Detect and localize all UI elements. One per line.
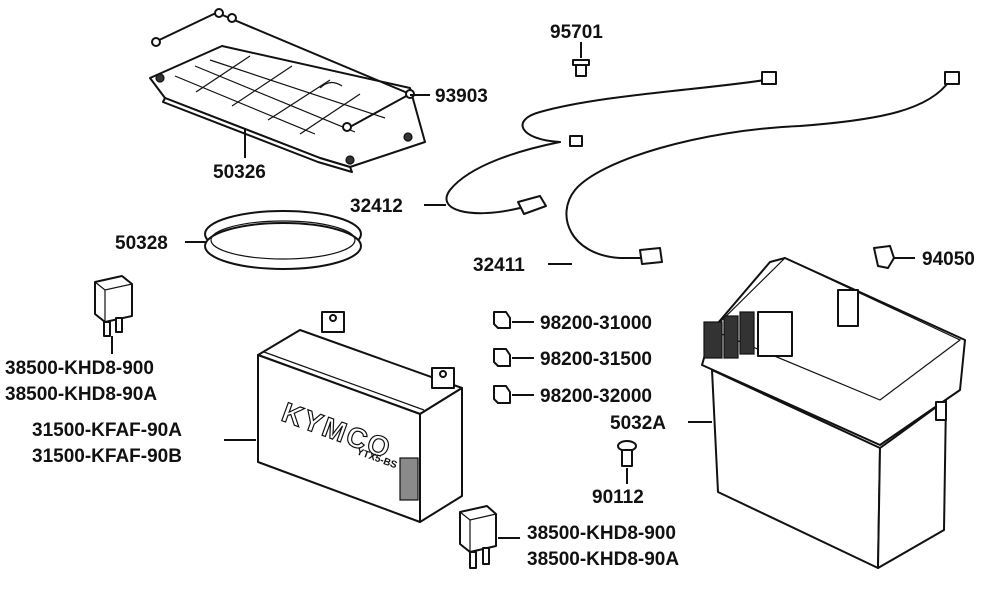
label-50326: 50326 [213,162,266,183]
cover-screws [151,8,415,132]
clip-98200-32000 [493,385,511,404]
battery: KYMCO YTX5-BS [257,311,463,523]
label-98200-32000: 98200-32000 [540,386,652,407]
bolt-90112 [617,440,637,467]
nut-94050 [873,245,895,269]
cable-32411 [565,71,960,265]
label-93903: 93903 [435,86,488,107]
label-5032A: 5032A [610,413,666,434]
relay-top [94,275,133,337]
label-relay-top-1: 38500-KHD8-900 [5,358,154,379]
label-95701: 95701 [550,22,603,43]
clip-98200-31000 [493,311,511,329]
cable-32412 [445,71,777,215]
label-98200-31500: 98200-31500 [540,349,652,370]
label-relay-bottom-1: 38500-KHD8-900 [527,523,676,544]
bolt-95701 [572,59,590,77]
clip-98200-31500 [493,348,511,367]
label-battery-2: 31500-KFAF-90B [32,446,182,467]
battery-band [204,210,362,270]
label-relay-top-2: 38500-KHD8-90A [5,384,157,405]
label-32412: 32412 [350,196,403,217]
label-32411: 32411 [473,255,525,276]
label-90112: 90112 [592,487,644,508]
relay-bottom [459,505,497,569]
battery-box [701,257,966,569]
battery-cover [149,45,426,173]
label-50328: 50328 [115,233,168,254]
label-battery-1: 31500-KFAF-90A [32,420,182,441]
label-relay-bottom-2: 38500-KHD8-90A [527,549,679,570]
label-94050: 94050 [922,249,975,270]
label-98200-31000: 98200-31000 [540,313,652,334]
